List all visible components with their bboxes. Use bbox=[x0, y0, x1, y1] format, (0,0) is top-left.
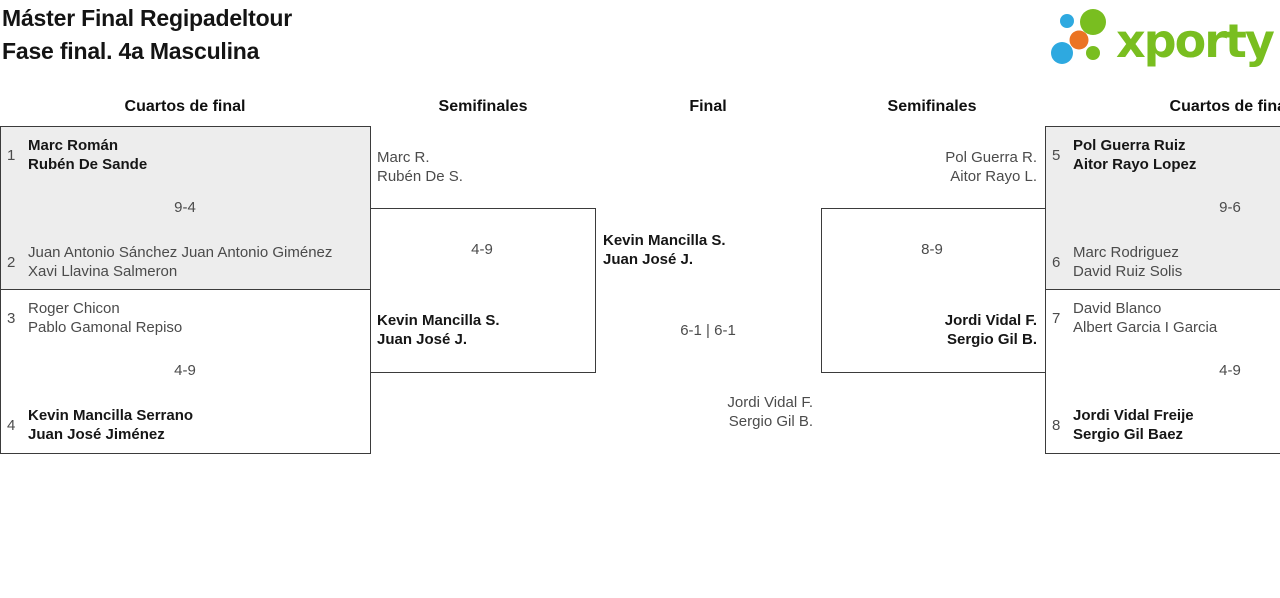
player-name: Albert Garcia I Garcia bbox=[1073, 319, 1218, 336]
player-name: Juan José J. bbox=[603, 251, 694, 268]
score-final: 6-1 | 6-1 bbox=[680, 322, 736, 339]
logo-dot-orange bbox=[1069, 30, 1089, 50]
player-name: Juan José Jiménez bbox=[28, 426, 165, 443]
player-name: Sergio Gil Baez bbox=[1073, 426, 1184, 443]
score-sf-l: 4-9 bbox=[471, 241, 493, 258]
round-header-final: Final bbox=[689, 98, 727, 115]
player-name: Sergio Gil B. bbox=[728, 413, 813, 430]
xporty-logo[interactable]: xporty bbox=[1048, 0, 1280, 78]
team-final-a[interactable]: Kevin Mancilla S. Juan José J. bbox=[603, 231, 726, 269]
seed-number-4: 4 bbox=[7, 417, 16, 434]
team-sf-l-a[interactable]: Marc R. Rubén De S. bbox=[377, 148, 463, 186]
team-qf-l1-a[interactable]: Marc Román Rubén De Sande bbox=[28, 136, 147, 174]
player-name: Kevin Mancilla Serrano bbox=[28, 407, 194, 424]
team-qf-r2-b[interactable]: Jordi Vidal Freije Sergio Gil Baez bbox=[1073, 406, 1194, 444]
team-qf-r1-b[interactable]: Marc Rodriguez David Ruiz Solis bbox=[1073, 243, 1182, 281]
score-qf-l1: 9-4 bbox=[174, 199, 196, 216]
player-name: Marc Rodriguez bbox=[1073, 244, 1179, 261]
team-qf-l2-b[interactable]: Kevin Mancilla Serrano Juan José Jiménez bbox=[28, 406, 193, 444]
player-name: Xavi Llavina Salmeron bbox=[28, 263, 178, 280]
seed-number-8: 8 bbox=[1052, 417, 1061, 434]
player-name: David Blanco bbox=[1073, 300, 1162, 317]
score-qf-r1: 9-6 bbox=[1219, 199, 1241, 216]
match-box-sf-left bbox=[370, 208, 596, 373]
player-name: Juan José J. bbox=[377, 331, 468, 348]
logo-dot-small-green bbox=[1086, 46, 1100, 60]
player-name: Rubén De S. bbox=[377, 168, 463, 185]
team-sf-l-b[interactable]: Kevin Mancilla S. Juan José J. bbox=[377, 311, 500, 349]
seed-number-1: 1 bbox=[7, 147, 16, 164]
team-sf-r-a[interactable]: Pol Guerra R. Aitor Rayo L. bbox=[945, 148, 1037, 186]
round-header-qf-left: Cuartos de final bbox=[124, 98, 246, 115]
match-box-sf-right bbox=[821, 208, 1047, 373]
player-name: Marc Román bbox=[28, 137, 119, 154]
logo-wordmark: xporty bbox=[1116, 14, 1275, 68]
seed-number-2: 2 bbox=[7, 254, 16, 271]
team-qf-l2-a[interactable]: Roger Chicon Pablo Gamonal Repiso bbox=[28, 299, 182, 337]
player-name: David Ruiz Solis bbox=[1073, 263, 1183, 280]
player-name: Rubén De Sande bbox=[28, 156, 148, 173]
player-name: Marc R. bbox=[377, 149, 430, 166]
score-qf-r2: 4-9 bbox=[1219, 362, 1241, 379]
page-title: Máster Final Regipadeltour Fase final. 4… bbox=[2, 2, 292, 68]
player-name: Kevin Mancilla S. bbox=[603, 232, 726, 249]
player-name: Pablo Gamonal Repiso bbox=[28, 319, 183, 336]
player-name: Jordi Vidal F. bbox=[727, 394, 813, 411]
score-qf-l2: 4-9 bbox=[174, 362, 196, 379]
match-box-qf-left-2 bbox=[0, 289, 371, 454]
player-name: Roger Chicon bbox=[28, 300, 120, 317]
team-qf-r1-a[interactable]: Pol Guerra Ruiz Aitor Rayo Lopez bbox=[1073, 136, 1196, 174]
phase-category: Fase final. 4a Masculina bbox=[2, 38, 260, 64]
logo-dot-small-blue bbox=[1060, 14, 1074, 28]
round-header-qf-right: Cuartos de final bbox=[1169, 98, 1280, 115]
round-header-sf-left: Semifinales bbox=[438, 98, 528, 115]
round-header-sf-right: Semifinales bbox=[887, 98, 977, 115]
match-box-qf-right-2 bbox=[1045, 289, 1280, 454]
team-final-b[interactable]: Jordi Vidal F. Sergio Gil B. bbox=[727, 393, 813, 431]
player-name: Aitor Rayo Lopez bbox=[1073, 156, 1197, 173]
match-box-qf-left-1 bbox=[0, 126, 371, 291]
player-name: Sergio Gil B. bbox=[946, 331, 1037, 348]
logo-dot-big-blue bbox=[1051, 42, 1073, 64]
seed-number-6: 6 bbox=[1052, 254, 1061, 271]
player-name: Pol Guerra R. bbox=[945, 149, 1037, 166]
team-qf-r2-a[interactable]: David Blanco Albert Garcia I Garcia bbox=[1073, 299, 1217, 337]
team-sf-r-b[interactable]: Jordi Vidal F. Sergio Gil B. bbox=[945, 311, 1037, 349]
seed-number-7: 7 bbox=[1052, 310, 1061, 327]
match-box-qf-right-1 bbox=[1045, 126, 1280, 291]
seed-number-3: 3 bbox=[7, 310, 16, 327]
player-name: Pol Guerra Ruiz bbox=[1073, 137, 1186, 154]
player-name: Kevin Mancilla S. bbox=[377, 312, 500, 329]
player-name: Jordi Vidal F. bbox=[944, 312, 1037, 329]
seed-number-5: 5 bbox=[1052, 147, 1061, 164]
score-sf-r: 8-9 bbox=[921, 241, 943, 258]
tournament-name: Máster Final Regipadeltour bbox=[2, 5, 293, 31]
player-name: Aitor Rayo L. bbox=[950, 168, 1037, 185]
team-qf-l1-b[interactable]: Juan Antonio Sánchez Juan Antonio Giméne… bbox=[28, 243, 332, 281]
player-name: Jordi Vidal Freije bbox=[1073, 407, 1194, 424]
logo-dot-big-green bbox=[1080, 9, 1106, 35]
player-name: Juan Antonio Sánchez Juan Antonio Giméne… bbox=[28, 244, 333, 261]
